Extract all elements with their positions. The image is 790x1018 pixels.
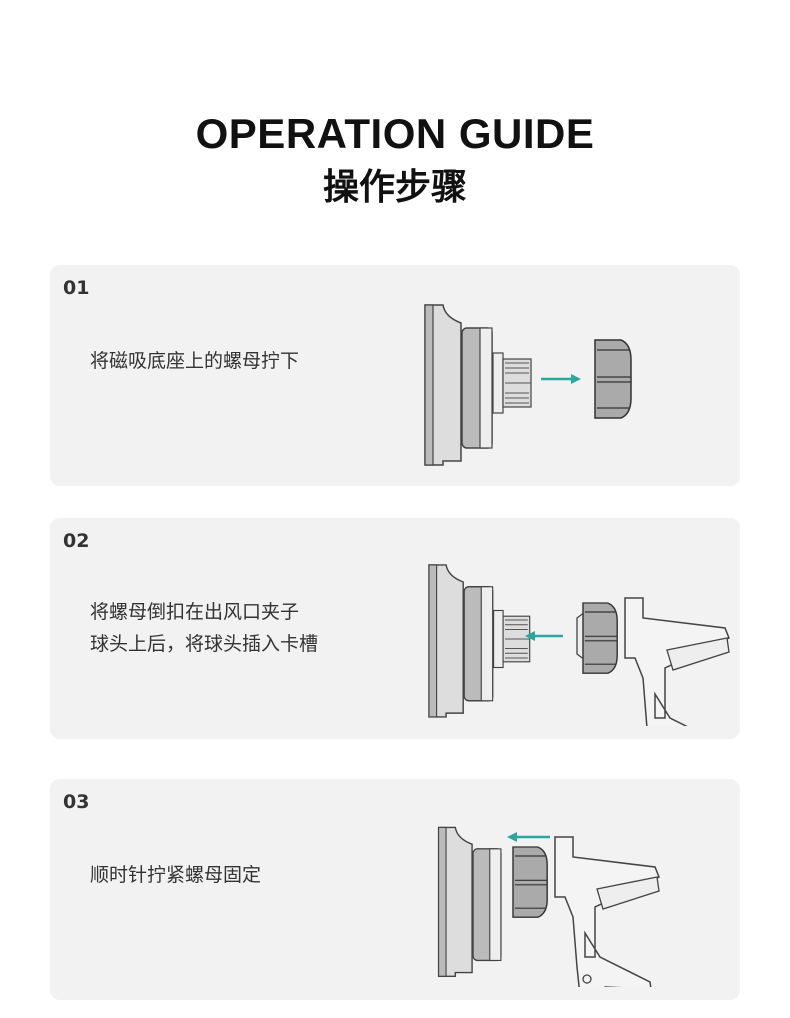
page-subtitle: 操作步骤 (322, 167, 467, 208)
instruction-line: 球头上后，将球头插入卡槽 (90, 633, 319, 655)
instruction-line: 顺时针拧紧螺母固定 (90, 864, 262, 886)
step-number: 01 (63, 277, 90, 299)
arrow-left-icon (507, 832, 550, 842)
step-number: 03 (63, 791, 90, 813)
step-instruction: 将磁吸底座上的螺母拧下 (90, 345, 299, 377)
step-instruction: 顺时针拧紧螺母固定 (90, 859, 261, 891)
nut-removal-illustration (424, 304, 632, 466)
page-title: OPERATION GUIDE (195, 110, 595, 157)
instruction-line: 将螺母倒扣在出风口夹子 (90, 601, 300, 623)
step-number: 02 (63, 530, 90, 552)
step-card-2: 02 将螺母倒扣在出风口夹子 球头上后，将球头插入卡槽 (50, 518, 740, 739)
step-card-3: 03 顺时针拧紧螺母固定 (50, 779, 740, 1000)
arrow-right-icon (541, 374, 581, 384)
ball-insert-illustration (428, 564, 730, 726)
step-instruction: 将螺母倒扣在出风口夹子 球头上后，将球头插入卡槽 (90, 596, 318, 660)
arrow-left-icon (525, 631, 563, 641)
step-card-1: 01 将磁吸底座上的螺母拧下 (50, 265, 740, 486)
tighten-nut-illustration (437, 826, 660, 987)
instruction-line: 将磁吸底座上的螺母拧下 (90, 350, 300, 372)
